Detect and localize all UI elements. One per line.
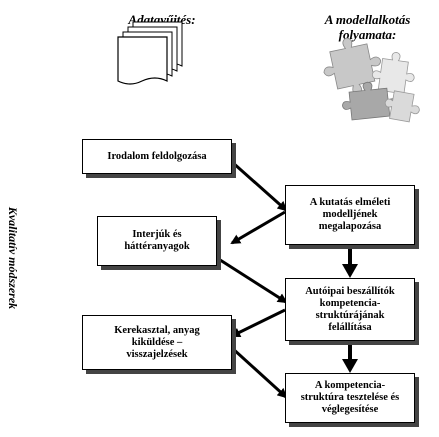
competence-structure-line-3: struktúrájának <box>315 309 385 321</box>
arrow-kerekasztal-to-kompetencia <box>230 346 288 399</box>
arrow-kutatas-to-autoipai <box>342 247 358 278</box>
modelling-process-heading: A modellalkotás folyamata: <box>300 12 435 42</box>
modelling-process-heading-line-2: folyamata: <box>338 27 397 42</box>
arrow-autoipai-to-kerekasztal <box>230 308 286 338</box>
arrow-autoipai-to-kompetencia <box>342 343 358 373</box>
competence-structure-box: Autóipai beszállítók kompetencia- strukt… <box>285 278 415 341</box>
modelling-process-heading-line-1: A modellalkotás <box>324 12 411 27</box>
theoretical-model-line-1: A kutatás elméleti <box>309 197 391 208</box>
competence-structure-line-4: felállítása <box>328 321 372 333</box>
arrow-interjuk-to-autoipai <box>216 256 288 304</box>
roundtable-line-2: kiküldése – <box>131 336 183 348</box>
roundtable-line-1: Kerekasztal, anyag <box>114 324 200 336</box>
competence-testing-box: A kompetencia- struktúra tesztelése és v… <box>285 373 415 423</box>
competence-testing-line-1: A kompetencia- <box>314 380 386 391</box>
documents-icon <box>117 21 183 85</box>
competence-testing-line-2: struktúra tesztelése és <box>300 392 400 403</box>
competence-structure-line-2: kompetencia- <box>319 297 381 309</box>
competence-testing-line-3: véglegesítése <box>321 404 379 415</box>
interviews-line-1: Interjúk és <box>132 229 182 240</box>
theoretical-model-line-3: megalapozása <box>318 221 382 232</box>
competence-structure-line-1: Autóipai beszállítók <box>305 285 395 297</box>
theoretical-model-line-2: modelljének <box>322 209 378 220</box>
interviews-box: Interjúk és háttéranyagok <box>97 216 217 266</box>
theoretical-model-box: A kutatás elméleti modelljének megalapoz… <box>285 185 415 245</box>
roundtable-box: Kerekasztal, anyag kiküldése – visszajel… <box>82 315 232 370</box>
interviews-line-2: háttéranyagok <box>124 241 190 252</box>
literature-review-line-1: Irodalom feldolgozása <box>107 150 207 162</box>
arrow-irodalom-to-kutatas <box>231 160 288 212</box>
arrow-kutatas-to-interjuk <box>230 210 286 245</box>
literature-review-box: Irodalom feldolgozása <box>82 139 232 174</box>
roundtable-line-3: visszajelzések <box>126 348 188 360</box>
puzzle-icon <box>323 37 420 123</box>
